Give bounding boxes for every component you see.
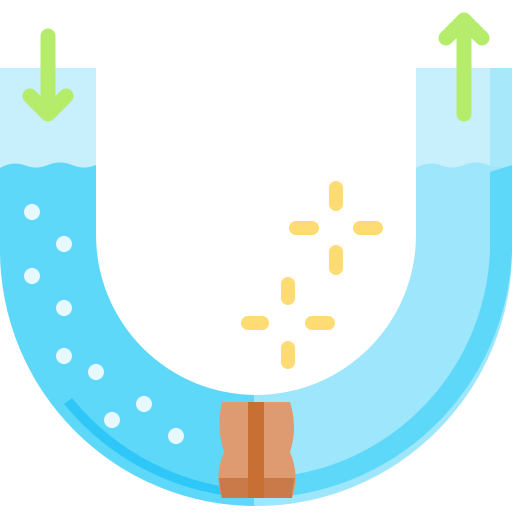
water-right (254, 162, 512, 506)
tube-right-rim (490, 68, 512, 168)
water-body-right (254, 162, 512, 506)
particle (88, 364, 104, 380)
particle (104, 412, 120, 428)
arrow-down-icon (22, 28, 74, 122)
particle (24, 268, 40, 284)
particle (56, 348, 72, 364)
membrane-core (248, 402, 264, 498)
particle (24, 204, 40, 220)
arrow-up-icon (438, 12, 490, 122)
solute-particles (24, 204, 184, 444)
particle (56, 300, 72, 316)
membrane-icon (218, 402, 296, 498)
particle (136, 396, 152, 412)
sparkle-icon (289, 181, 383, 275)
particle (168, 428, 184, 444)
sparkle-icon (241, 277, 335, 369)
particle (56, 236, 72, 252)
